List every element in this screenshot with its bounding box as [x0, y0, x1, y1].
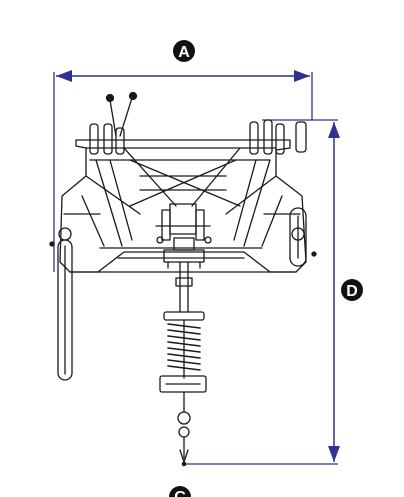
hoist-assembly	[160, 262, 206, 466]
badge-c-text: C	[174, 489, 186, 497]
arrowhead-top	[328, 122, 340, 138]
left-uprights	[90, 124, 124, 154]
dimension-a	[54, 70, 312, 272]
control-levers	[107, 93, 137, 137]
arrowhead-right	[294, 70, 310, 82]
badge-d: D	[341, 279, 363, 301]
arrowhead-left	[56, 70, 72, 82]
badge-d-text: D	[346, 283, 358, 300]
machine-drawing	[50, 93, 316, 466]
left-guide-roller	[50, 228, 72, 380]
badge-a: A	[173, 40, 195, 62]
frame-bracing	[82, 148, 282, 246]
main-frame	[60, 140, 306, 272]
badge-c: C	[169, 486, 191, 497]
right-uprights	[250, 120, 306, 154]
badge-a-text: A	[178, 44, 190, 61]
arrowhead-bottom	[328, 446, 340, 462]
